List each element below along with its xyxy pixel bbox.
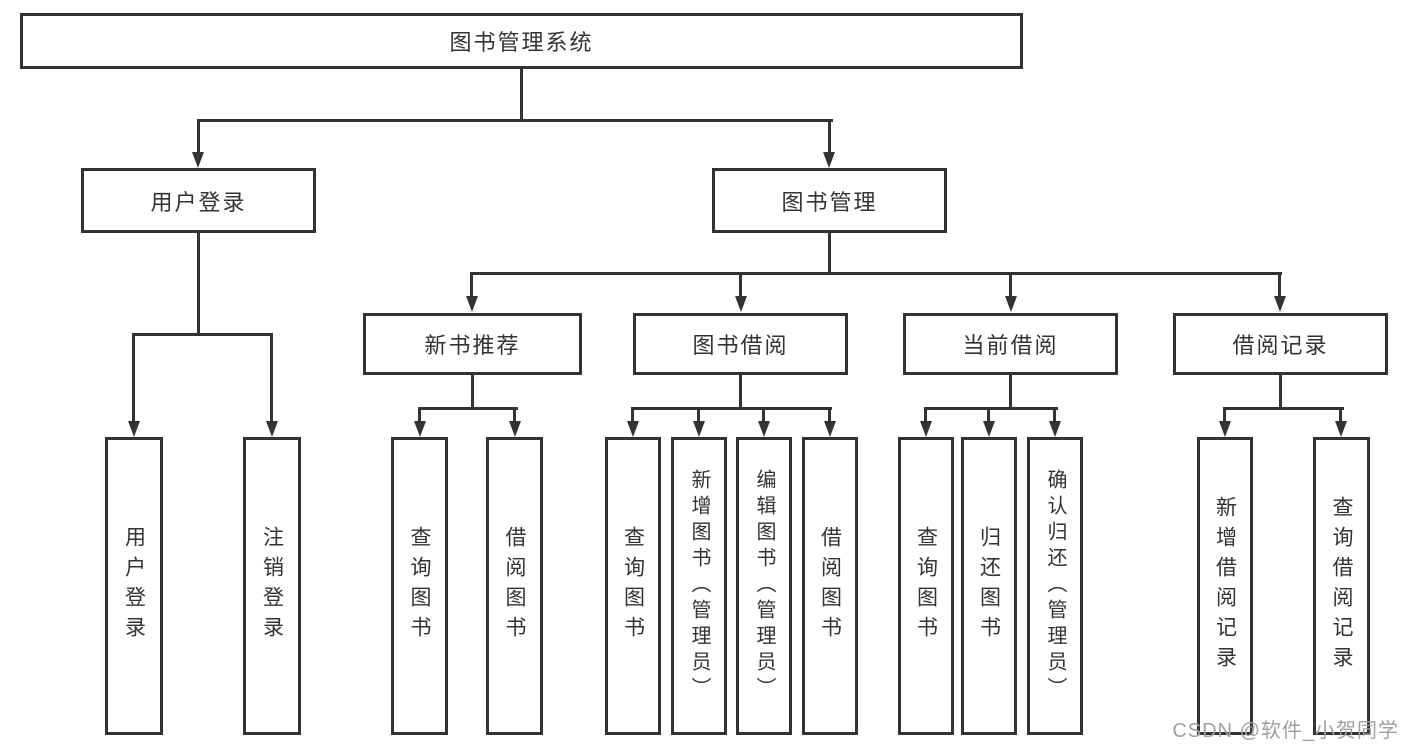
connector-line (828, 119, 831, 155)
arrow-down-icon (192, 152, 204, 168)
connector-line (828, 407, 831, 423)
connector-line (697, 407, 700, 423)
arrow-down-icon (1049, 421, 1061, 437)
connector-line (924, 407, 1058, 410)
node-label: 查询借阅记录 (1330, 496, 1353, 676)
node-label: 当前借阅 (962, 333, 1059, 358)
node-label: 借阅图书 (818, 526, 842, 646)
leaf-query-books-current: 查询图书 (898, 437, 954, 735)
leaf-add-books-admin: 新增图书（管理员） (671, 437, 727, 735)
connector-line (513, 407, 516, 423)
connector-line (132, 333, 273, 336)
arrow-down-icon (735, 296, 747, 312)
node-label: 借阅图书 (503, 526, 526, 646)
node-label: 新增图书（管理员） (688, 469, 710, 703)
connector-line (924, 407, 927, 423)
connector-line (197, 233, 200, 335)
arrow-down-icon (824, 421, 836, 437)
node-label: 用户登录 (122, 526, 146, 646)
arrow-down-icon (1005, 296, 1017, 312)
node-label: 用户登录 (150, 189, 247, 215)
node-new-book-recommend: 新书推荐 (363, 313, 582, 375)
leaf-borrow-books-recommend: 借阅图书 (486, 437, 543, 735)
arrow-down-icon (414, 421, 426, 437)
node-label: 新书推荐 (424, 333, 521, 358)
connector-line (520, 69, 523, 121)
node-label: 图书管理系统 (449, 30, 594, 55)
connector-line (631, 407, 832, 410)
connector-line (1278, 272, 1281, 298)
connector-line (471, 375, 474, 409)
connector-line (418, 407, 421, 423)
arrow-down-icon (466, 296, 478, 312)
node-label: 编辑图书（管理员） (753, 469, 775, 703)
connector-line (1223, 407, 1344, 410)
arrow-down-icon (266, 421, 278, 437)
csdn-watermark: CSDN @软件_小贺同学 (1172, 720, 1399, 742)
node-label: 归还图书 (977, 526, 1001, 646)
node-root-library-system: 图书管理系统 (20, 13, 1023, 69)
node-label: 图书借阅 (692, 333, 789, 358)
node-book-management: 图书管理 (712, 168, 947, 233)
node-label: 图书管理 (781, 189, 878, 215)
leaf-logout: 注销登录 (243, 437, 301, 735)
connector-line (270, 333, 273, 421)
node-borrowing-records: 借阅记录 (1173, 313, 1388, 375)
connector-line (987, 407, 990, 423)
arrow-down-icon (758, 421, 770, 437)
connector-line (1053, 407, 1056, 423)
connector-line (470, 272, 1282, 275)
arrow-down-icon (823, 152, 835, 168)
connector-line (1339, 407, 1342, 423)
arrow-down-icon (920, 421, 932, 437)
arrow-down-icon (983, 421, 995, 437)
connector-line (1223, 407, 1226, 423)
node-label: 注销登录 (260, 526, 284, 646)
connector-line (828, 232, 831, 274)
node-user-login: 用户登录 (81, 168, 316, 233)
leaf-query-borrow-record: 查询借阅记录 (1313, 437, 1370, 735)
leaf-edit-books-admin: 编辑图书（管理员） (736, 437, 792, 735)
node-book-borrowing: 图书借阅 (633, 313, 848, 375)
arrow-down-icon (627, 421, 639, 437)
arrow-down-icon (1335, 421, 1347, 437)
node-label: 借阅记录 (1232, 333, 1329, 358)
connector-line (739, 375, 742, 409)
connector-line (418, 407, 518, 410)
node-label: 查询图书 (408, 526, 431, 646)
leaf-add-borrow-record: 新增借阅记录 (1197, 437, 1253, 735)
arrow-down-icon (693, 421, 705, 437)
connector-line (197, 119, 200, 155)
connector-line (739, 272, 742, 298)
connector-line (1009, 272, 1012, 298)
leaf-user-login: 用户登录 (105, 437, 163, 735)
leaf-confirm-return-admin: 确认归还（管理员） (1027, 437, 1083, 735)
connector-line (470, 272, 473, 298)
node-label: 确认归还（管理员） (1044, 469, 1066, 703)
arrow-down-icon (1274, 296, 1286, 312)
leaf-return-books: 归还图书 (961, 437, 1017, 735)
arrow-down-icon (1219, 421, 1231, 437)
node-current-borrowing: 当前借阅 (903, 313, 1118, 375)
node-label: 查询图书 (914, 526, 938, 646)
connector-line (1009, 375, 1012, 409)
connector-line (762, 407, 765, 423)
connector-line (1279, 375, 1282, 409)
node-label: 查询图书 (621, 526, 645, 646)
arrow-down-icon (509, 421, 521, 437)
connector-line (631, 407, 634, 423)
arrow-down-icon (128, 421, 140, 437)
node-label: 新增借阅记录 (1213, 496, 1237, 676)
leaf-borrow-books: 借阅图书 (802, 437, 858, 735)
connector-line (132, 333, 135, 421)
leaf-query-books-borrowing: 查询图书 (605, 437, 661, 735)
connector-line (197, 119, 833, 122)
leaf-query-books-recommend: 查询图书 (391, 437, 448, 735)
